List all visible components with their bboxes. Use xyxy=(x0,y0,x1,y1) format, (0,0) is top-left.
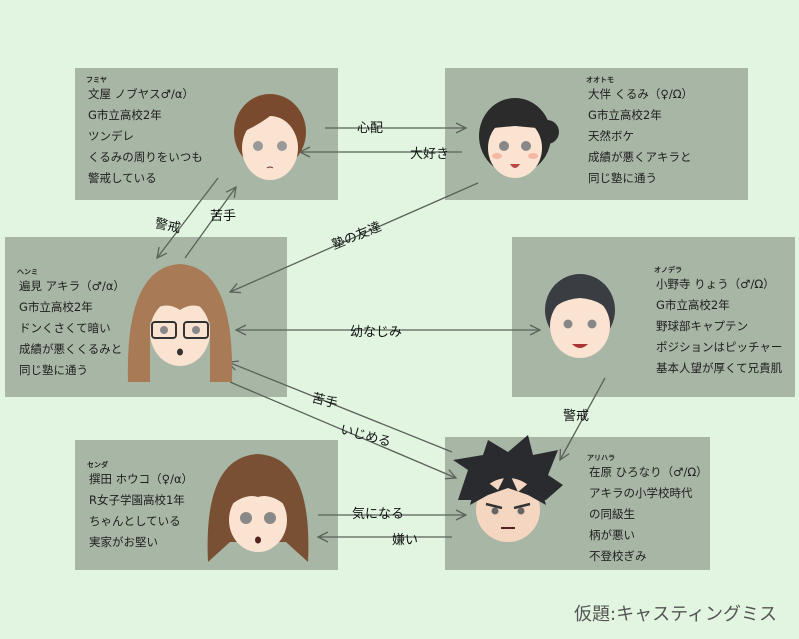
info-line: G市立高校2年 xyxy=(588,108,662,122)
info-line: G市立高校2年 xyxy=(19,300,93,314)
info-line: G市立高校2年 xyxy=(88,108,162,122)
face-akira xyxy=(127,264,233,382)
arrow-onodera-arihara xyxy=(560,377,606,460)
arrow-kurumi-akira xyxy=(230,182,479,292)
name-ruby: オオトモ xyxy=(586,76,614,84)
arrow-akira-fumiya xyxy=(184,187,236,259)
name-ruby: オノデラ xyxy=(654,266,682,274)
info-line: アキラの小学校時代 xyxy=(589,486,693,500)
face-fumiya xyxy=(234,94,306,180)
info-line: G市立高校2年 xyxy=(656,298,730,312)
caption: 仮題:キャスティングミス xyxy=(574,604,777,625)
info-onodera: オノデラ 小野寺 りょう（♂/Ω） G市立高校2年 野球部キャプテン ポジション… xyxy=(654,266,783,379)
info-line: 天然ボケ xyxy=(588,129,634,143)
info-line: 基本人望が厚くて兄貴肌 xyxy=(656,361,783,375)
info-line: 在原 ひろなり（♂/Ω） xyxy=(589,465,708,479)
info-line: ちゃんとしている xyxy=(89,514,181,528)
name-ruby: センダ xyxy=(87,461,108,469)
face-kurumi xyxy=(479,98,559,178)
label-fumiya-kurumi: 心配 xyxy=(357,121,384,136)
arrowhead-akira xyxy=(234,324,247,336)
info-line: 小野寺 りょう（♂/Ω） xyxy=(656,277,775,291)
info-line: 成績が悪くアキラと xyxy=(588,150,692,164)
arrow-fumiya-akira xyxy=(157,177,219,258)
info-line: 遍見 アキラ（♂/α） xyxy=(19,279,125,293)
info-line: ツンデレ xyxy=(88,129,134,143)
info-line: 不登校ぎみ xyxy=(589,549,647,563)
arrow-akira-arihara xyxy=(229,381,456,478)
info-line: 実家がお堅い xyxy=(89,535,158,549)
arrow-arihara-akira xyxy=(228,362,453,453)
info-line: ドンくさくて暗い xyxy=(19,321,111,335)
info-line: 撰田 ホウコ（♀/α） xyxy=(89,472,194,486)
info-line: R女子学園高校1年 xyxy=(89,493,185,507)
info-line: 文屋 ノブヤス♂/α） xyxy=(88,87,194,101)
label-arihara-senda: 嫌い xyxy=(392,533,419,548)
info-line: 同じ塾に通う xyxy=(588,171,657,185)
name-ruby: ヘンミ xyxy=(17,268,38,276)
info-line: 警戒している xyxy=(88,171,157,185)
info-line: ポジションはピッチャー xyxy=(656,340,783,354)
info-line: の同級生 xyxy=(589,507,635,521)
info-akira: ヘンミ 遍見 アキラ（♂/α） G市立高校2年 ドンくさくて暗い 成績が悪くくる… xyxy=(17,268,125,381)
info-line: 柄が悪い xyxy=(589,528,635,542)
info-line: 成績が悪くくるみと xyxy=(19,342,123,356)
info-line: 野球部キャプテン xyxy=(656,319,748,333)
name-ruby: フミヤ xyxy=(86,76,107,84)
label-akira-onodera: 幼なじみ xyxy=(350,325,403,340)
face-onodera xyxy=(545,274,615,358)
name-ruby: アリハラ xyxy=(587,454,615,462)
info-line: くるみの周りをいつも xyxy=(88,150,203,164)
info-line: 大伴 くるみ（♀/Ω） xyxy=(588,87,694,101)
info-senda: センダ 撰田 ホウコ（♀/α） R女子学園高校1年 ちゃんとしている 実家がお堅… xyxy=(87,461,194,553)
info-arihara: アリハラ 在原 ひろなり（♂/Ω） アキラの小学校時代 の同級生 柄が悪い 不登… xyxy=(587,454,708,567)
label-senda-arihara: 気になる xyxy=(352,507,405,522)
info-kurumi: オオトモ 大伴 くるみ（♀/Ω） G市立高校2年 天然ボケ 成績が悪くアキラと … xyxy=(586,76,694,189)
label-akira-fumiya: 苦手 xyxy=(210,209,237,224)
face-senda xyxy=(207,454,309,562)
label-kurumi-fumiya: 大好き xyxy=(410,147,450,162)
info-line: 同じ塾に通う xyxy=(19,363,88,377)
label-onodera-arihara: 警戒 xyxy=(563,409,590,424)
face-arihara xyxy=(453,435,563,542)
info-fumiya: フミヤ 文屋 ノブヤス♂/α） G市立高校2年 ツンデレ くるみの周りをいつも … xyxy=(86,76,203,189)
